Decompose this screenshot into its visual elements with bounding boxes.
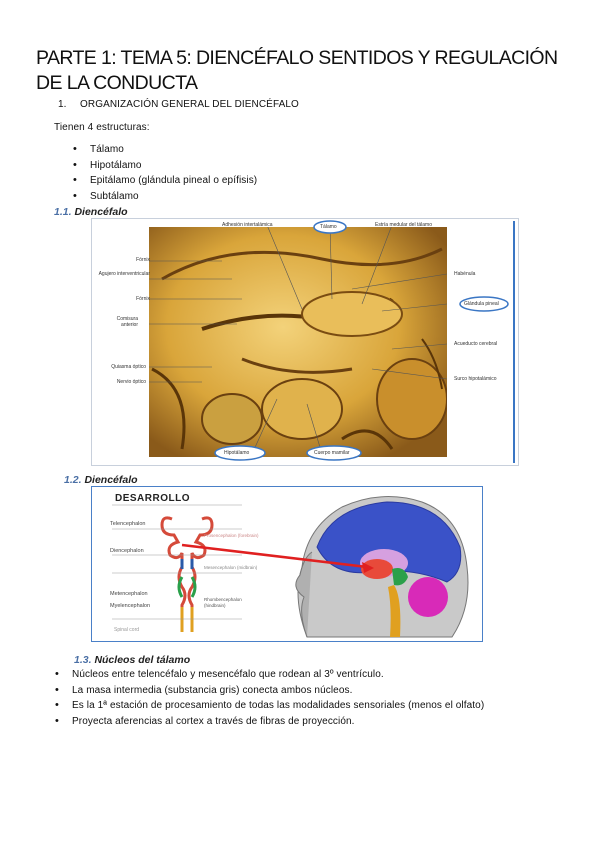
list-item: Tálamo (73, 143, 124, 155)
fig1-label: Glándula pineal (464, 301, 499, 307)
fig2-label: Diencephalon (110, 548, 144, 554)
page-title: PARTE 1: TEMA 5: DIENCÉFALO SENTIDOS Y R… (36, 47, 558, 94)
section-number: 1. (58, 99, 67, 110)
subheading: 1.1. Diencéfalo (54, 206, 128, 218)
fig1-label: Estría medular del tálamo (375, 222, 432, 228)
fig1-label: Hipotálamo (224, 450, 250, 456)
fig1-label: Fórnix (136, 257, 150, 263)
list-item: Hipotálamo (73, 159, 142, 171)
fig1-label: Nervio óptico (116, 379, 146, 385)
subheading-number: 1.2. (64, 474, 82, 486)
fig1-label: Comisura anterior (116, 316, 138, 328)
figure-development: DESARROLLO Telencephalon Diencephalon Me… (91, 486, 483, 642)
subheading-number: 1.1. (54, 206, 72, 218)
fig1-label: Surco hipotalámico (454, 376, 497, 382)
list-item: Proyecta aferencias al cortex a través d… (55, 715, 355, 727)
fig1-label: Agujero interventricular (98, 271, 150, 277)
subheading-label: Núcleos del tálamo (94, 654, 191, 666)
fig1-label: Cuerpo mamilar (314, 450, 350, 456)
subheading-number: 1.3. (74, 654, 92, 666)
fig1-label: Habénula (454, 271, 476, 277)
development-diagram (112, 496, 469, 638)
fig2-label: Metencephalon (110, 591, 148, 597)
figure-diencephalon-section: Fórnix Agujero interventricular Fórnix C… (91, 218, 519, 466)
fig2-label: Mesencephalon (midbrain) (204, 565, 258, 570)
subheading: 1.2. Diencéfalo (64, 474, 138, 486)
list-item: Subtálamo (73, 190, 139, 202)
fig1-label: Fórnix (136, 296, 150, 302)
fig2-label: Spinal cord (114, 627, 140, 633)
list-item: La masa intermedia (substancia gris) con… (55, 684, 352, 696)
fig1-label: Acueducto cerebral (454, 341, 498, 347)
subheading: 1.3. Núcleos del tálamo (74, 654, 190, 666)
section-heading: 1. ORGANIZACIÓN GENERAL DEL DIENCÉFALO (58, 99, 299, 110)
list-item: Epitálamo (glándula pineal o epífisis) (73, 174, 257, 186)
section-label: ORGANIZACIÓN GENERAL DEL DIENCÉFALO (80, 99, 299, 110)
subheading-label: Diencéfalo (84, 474, 138, 486)
fig1-label: Adhesión intertalámica (222, 222, 273, 228)
fig2-label: Myelencephalon (110, 603, 151, 609)
list-item: Es la 1ª estación de procesamiento de to… (55, 699, 484, 711)
fig1-label: Tálamo (320, 224, 337, 230)
intro-text: Tienen 4 estructuras: (54, 122, 150, 133)
fig2-label: Prosencephalon (forebrain) (204, 533, 259, 538)
fig2-label: Telencephalon (110, 521, 146, 527)
list-item: Núcleos entre telencéfalo y mesencéfalo … (55, 668, 384, 680)
figure-title: DESARROLLO (115, 493, 190, 504)
subheading-label: Diencéfalo (74, 206, 128, 218)
fig2-label: Rhombencephalon (hindbrain) (204, 597, 242, 608)
fig1-label: Quiasma óptico (111, 364, 146, 370)
brain-section-image (92, 219, 515, 465)
